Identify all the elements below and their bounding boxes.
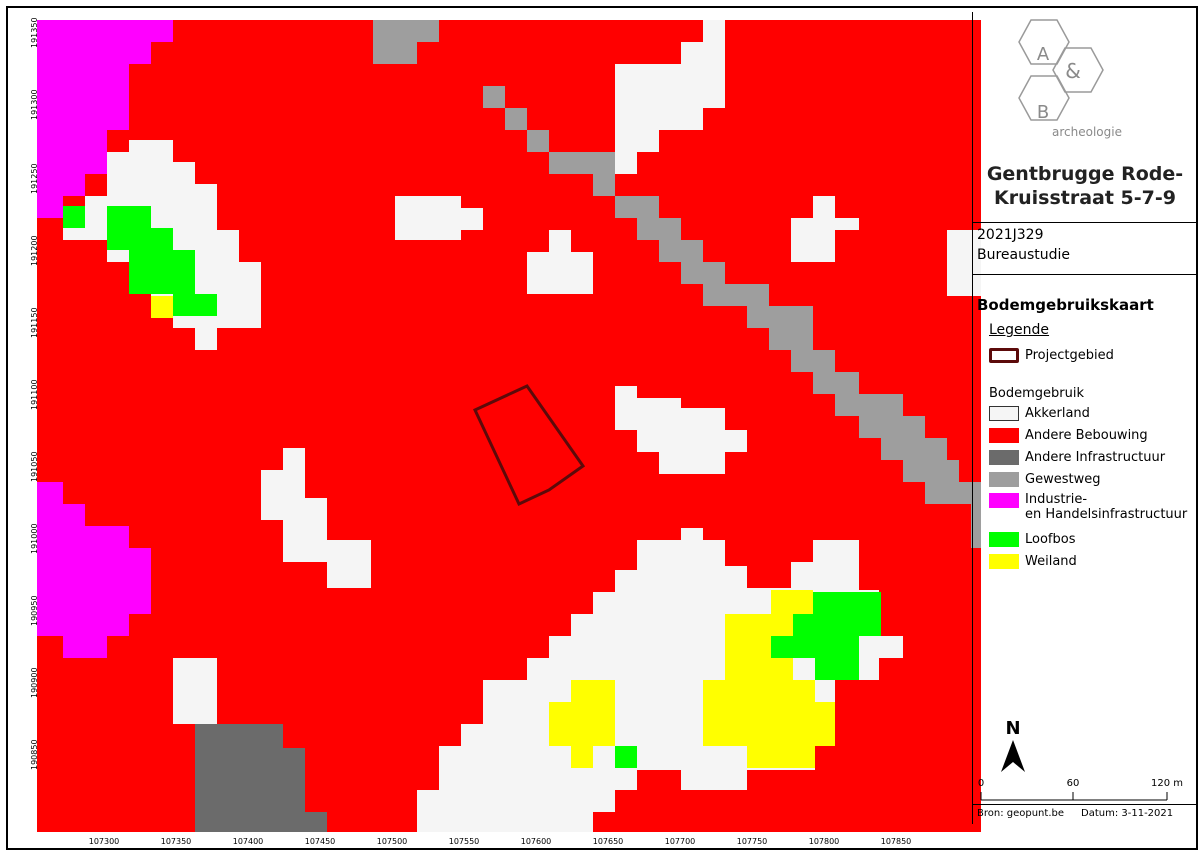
legend-swatch: [989, 449, 1019, 465]
legend-group-label: Bodemgebruik: [989, 386, 1085, 401]
x-tick-label: 107800: [808, 837, 840, 846]
x-tick-label: 107700: [664, 837, 696, 846]
landuse-industrie-north: [37, 20, 173, 218]
x-tick-label: 107300: [88, 837, 120, 846]
legend-label: Akkerland: [1025, 405, 1090, 421]
y-tick-label: 191100: [30, 379, 39, 410]
map-canvas: [37, 20, 981, 832]
legend-label: Weiland: [1025, 553, 1077, 569]
landuse-loofbos-s2: [615, 746, 637, 768]
y-tick-label: 191200: [30, 235, 39, 266]
legend-swatch: [989, 471, 1019, 487]
logo-hexagon-a: [1018, 19, 1070, 65]
y-tick-label: 191150: [30, 307, 39, 338]
x-tick-label: 107750: [736, 837, 768, 846]
map-type-title: Bodemgebruikskaart: [977, 296, 1154, 314]
divider: [973, 222, 1197, 223]
logo-letter-a: A: [1037, 44, 1050, 65]
landuse-loofbos-nw2: [107, 206, 217, 316]
x-tick-label: 107500: [376, 837, 408, 846]
legend-item-weiland: Weiland: [989, 552, 1077, 570]
legend-label: Andere Infrastructuur: [1025, 449, 1166, 465]
legend-label-line-1: Industrie-: [1025, 492, 1088, 507]
logo-letter-b: B: [1037, 102, 1049, 123]
x-tick-label: 107850: [880, 837, 912, 846]
landuse-loofbos-nw: [63, 206, 85, 228]
legend-swatch: [989, 553, 1019, 569]
logo-text: archeologie: [1052, 125, 1122, 139]
landuse-akkerland-w: [261, 448, 371, 588]
scale-label-60: 60: [1067, 778, 1080, 789]
logo-hexagon-b: [1018, 75, 1070, 121]
legend-title: Legende: [989, 322, 1050, 338]
legend-item-infrastructuur: Andere Infrastructuur: [989, 448, 1165, 466]
legend-swatch: [989, 427, 1019, 443]
landuse-akkerland-n2: [527, 230, 593, 294]
north-arrow-icon: [1001, 740, 1025, 772]
y-tick-label: 190900: [30, 667, 39, 698]
landuse-akkerland-e1: [791, 196, 859, 262]
y-tick-label: 190850: [30, 739, 39, 770]
legend-item-project: Projectgebied: [989, 346, 1114, 364]
legend-item-akkerland: Akkerland: [989, 404, 1090, 422]
landuse-akkerland-c: [615, 386, 747, 474]
north-label: N: [1005, 718, 1020, 739]
landuse-weiland-nw: [151, 296, 173, 318]
legend-label-multiline: Industrie- en Handelsinfrastructuur: [1025, 492, 1187, 522]
project-area-outline: [473, 384, 586, 506]
landuse-weiland-s: [549, 680, 615, 768]
legend-item-industrie: Industrie- en Handelsinfrastructuur: [989, 492, 1187, 526]
company-logo: A & B archeologie: [1018, 19, 1122, 139]
x-tick-label: 107450: [304, 837, 336, 846]
x-tick-label: 107600: [520, 837, 552, 846]
legend-swatch: [989, 531, 1019, 547]
legend-label: Projectgebied: [1025, 347, 1114, 363]
legend-swatch: [989, 405, 1019, 421]
y-tick-label: 191350: [30, 17, 39, 48]
logo-ampersand: &: [1065, 59, 1081, 83]
north-arrow: N: [1001, 718, 1025, 772]
project-code: 2021J329: [977, 227, 1044, 243]
map-title-project: Gentbrugge Rode- Kruisstraat 5-7-9: [973, 162, 1197, 210]
legend-item-gewestweg: Gewestweg: [989, 470, 1100, 488]
project-type: Bureaustudie: [977, 247, 1071, 263]
x-tick-label: 107400: [232, 837, 264, 846]
scale-label-120: 120 m: [1151, 778, 1183, 789]
source-credit: Bron: geopunt.be: [977, 808, 1064, 819]
landuse-weiland-se: [703, 590, 835, 768]
map-title-line-2: Kruisstraat 5-7-9: [994, 187, 1176, 209]
landuse-akkerland-ne: [615, 20, 725, 174]
landuse-industrie-south: [37, 482, 151, 658]
legend-label: Andere Bebouwing: [1025, 427, 1148, 443]
map-title-line-1: Gentbrugge Rode-: [986, 163, 1184, 185]
y-tick-label: 191000: [30, 523, 39, 554]
x-tick-label: 107350: [160, 837, 192, 846]
landuse-akkerland-e2: [947, 230, 981, 296]
landuse-akkerland-n1: [395, 196, 483, 240]
map-cartouche: A & B archeologie Gentbrugge Rode- Kruis…: [972, 12, 1197, 824]
landuse-akkerland-sw: [173, 658, 217, 724]
legend-item-loofbos: Loofbos: [989, 530, 1075, 548]
map-date: Datum: 3-11-2021: [1081, 808, 1174, 819]
x-tick-label: 107550: [448, 837, 480, 846]
legend-swatch-project: [989, 347, 1019, 363]
legend-label: Loofbos: [1025, 531, 1076, 547]
legend-label-line-2: en Handelsinfrastructuur: [1025, 507, 1188, 522]
legend-item-bebouwing: Andere Bebouwing: [989, 426, 1148, 444]
x-tick-label: 107650: [592, 837, 624, 846]
y-tick-label: 191250: [30, 163, 39, 194]
y-tick-label: 191050: [30, 451, 39, 482]
divider: [973, 274, 1197, 275]
divider: [973, 804, 1197, 805]
landuse-infrastructuur: [195, 724, 327, 832]
legend-swatch: [989, 493, 1019, 508]
y-tick-label: 191300: [30, 89, 39, 120]
scale-bar: 0 60 120 m: [978, 778, 1183, 801]
legend-label: Gewestweg: [1025, 471, 1101, 487]
y-tick-label: 190950: [30, 595, 39, 626]
scale-label-0: 0: [978, 778, 984, 789]
